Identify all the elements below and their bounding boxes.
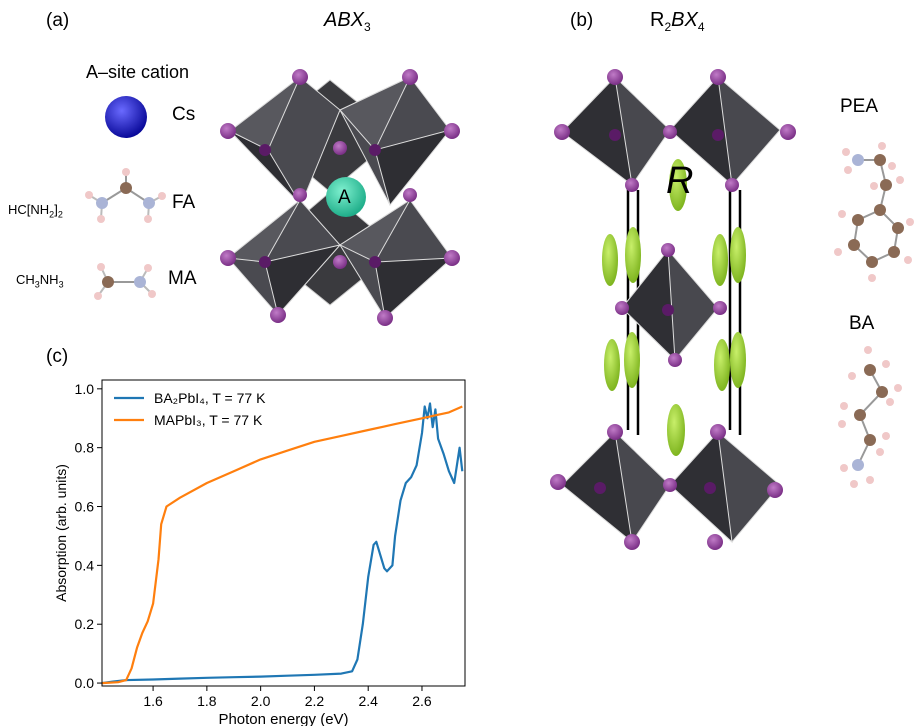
fa-molecule xyxy=(85,168,166,223)
x-tick-label: 1.6 xyxy=(143,693,163,709)
y-tick-label: 0.8 xyxy=(75,440,95,456)
perovskite-octahedra xyxy=(220,69,460,326)
plot-frame xyxy=(101,379,466,687)
panel-a-label: (a) xyxy=(46,10,70,31)
fa-formula: HC[NH2]2 xyxy=(8,202,63,220)
y-tick-label: 0.6 xyxy=(75,499,95,515)
y-tick-label: 1.0 xyxy=(75,381,95,397)
series-line-0 xyxy=(101,402,464,685)
panel-b-label: (b) xyxy=(570,10,594,31)
y-axis-label: Absorption (arb. units) xyxy=(53,464,69,602)
panel-c-label: (c) xyxy=(46,346,69,367)
cation-cs-label: Cs xyxy=(172,104,196,125)
formula-abx3: ABX3 xyxy=(324,9,371,34)
spacer-label: R xyxy=(666,160,694,202)
ma-formula: CH3NH3 xyxy=(16,272,64,290)
x-axis-label: Photon energy (eV) xyxy=(218,711,348,726)
x-tick-label: 1.8 xyxy=(197,693,217,709)
panel-b-illustration xyxy=(550,69,796,550)
cs-atom xyxy=(105,96,147,138)
a-site-sphere xyxy=(326,177,366,217)
absorption-chart: 1.6 1.8 2.0 2.2 2.4 2.6 0.0 0.2 0.4 0.6 0.8 1.0Phot… xyxy=(53,379,466,726)
a-site-marker: A xyxy=(338,187,351,208)
cation-fa-label: FA xyxy=(172,192,196,213)
pea-molecule xyxy=(834,142,914,282)
cation-ma-label: MA xyxy=(168,268,197,289)
panel-a-illustration xyxy=(85,69,460,326)
ba-label: BA xyxy=(849,313,875,334)
y-tick-label: 0.0 xyxy=(75,675,95,691)
series-line-1 xyxy=(101,405,463,685)
ba-molecule xyxy=(838,346,902,488)
formula-r2bx4: R2BX4 xyxy=(650,9,705,34)
x-tick-label: 2.4 xyxy=(358,693,378,709)
x-tick-label: 2.0 xyxy=(251,693,271,709)
y-tick-label: 0.2 xyxy=(75,616,95,632)
y-tick-label: 0.4 xyxy=(75,557,95,573)
pea-label: PEA xyxy=(840,96,879,117)
legend-label-1: MAPbI₃, T = 77 K xyxy=(154,412,263,428)
x-tick-label: 2.6 xyxy=(412,693,432,709)
x-tick-label: 2.2 xyxy=(305,693,325,709)
ma-molecule xyxy=(94,263,156,300)
legend-label-0: BA₂PbI₄, T = 77 K xyxy=(154,390,266,406)
a-site-title: A–site cation xyxy=(86,62,190,82)
